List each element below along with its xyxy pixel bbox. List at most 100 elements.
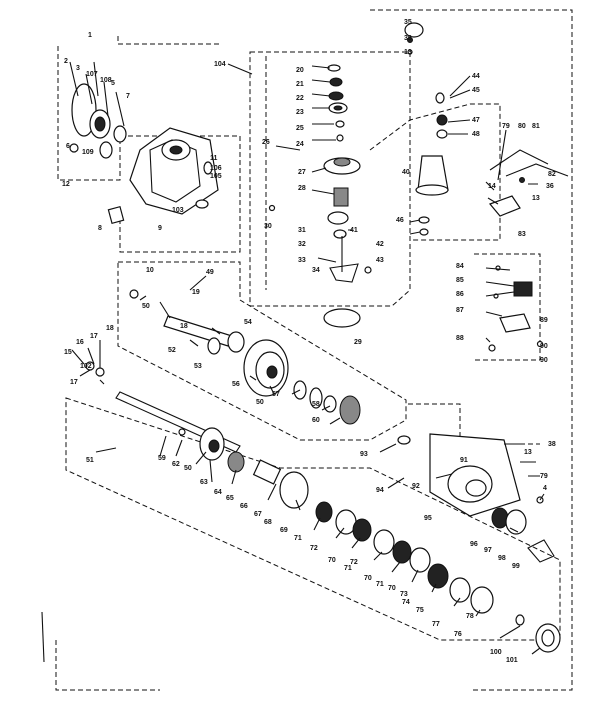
callout-105: 105: [210, 173, 222, 180]
callout-97: 97: [484, 547, 492, 554]
callout-70c: 70: [388, 585, 396, 592]
callout-79a: 79: [502, 123, 510, 130]
callout-101: 101: [506, 657, 518, 664]
callout-94: 94: [376, 487, 384, 494]
drum-shaft-group: [117, 261, 407, 441]
callout-68: 68: [264, 519, 272, 526]
callout-103: 103: [172, 207, 184, 214]
callout-51: 51: [86, 457, 94, 464]
callout-71c: 71: [376, 581, 384, 588]
callout-50c: 50: [184, 465, 192, 472]
callout-57: 57: [272, 391, 280, 398]
callout-15: 15: [64, 349, 72, 356]
callout-52: 52: [168, 347, 176, 354]
callout-108: 108: [100, 77, 112, 84]
callout-12: 12: [62, 181, 70, 188]
callout-109: 109: [82, 149, 94, 156]
callout-75: 75: [416, 607, 424, 614]
callout-78: 78: [466, 613, 474, 620]
callout-59: 59: [158, 455, 166, 462]
callout-83: 83: [518, 231, 526, 238]
callout-labels: 1 2 3 4 5 6 7 8 9 10 11 12 13 13 13 14 1…: [62, 19, 556, 664]
callout-2: 2: [64, 58, 68, 65]
callout-13b: 13: [532, 195, 540, 202]
callout-50b: 50: [256, 399, 264, 406]
o-ring: [323, 308, 361, 328]
callout-6: 6: [66, 143, 70, 150]
callout-24: 24: [296, 141, 304, 148]
switch-block: [513, 281, 533, 297]
callout-29: 29: [354, 339, 362, 346]
callout-106: 106: [210, 165, 222, 172]
bracket-group: [474, 253, 544, 361]
callout-17a: 17: [90, 333, 98, 340]
callout-41: 41: [350, 227, 358, 234]
callout-104: 104: [214, 61, 226, 68]
callout-9: 9: [158, 225, 162, 232]
callout-34: 34: [312, 267, 320, 274]
callout-33: 33: [298, 257, 306, 264]
callout-13a: 13: [404, 49, 412, 56]
callout-72a: 72: [310, 545, 318, 552]
callout-88: 88: [456, 335, 464, 342]
callout-62: 62: [172, 461, 180, 468]
callout-30: 30: [264, 223, 272, 230]
callout-91: 91: [460, 457, 468, 464]
callout-107: 107: [86, 71, 98, 78]
control-knob-group: [369, 22, 569, 241]
callout-76: 76: [454, 631, 462, 638]
callout-102: 102: [80, 363, 92, 370]
callout-3: 3: [76, 65, 80, 72]
callout-35: 35: [404, 19, 412, 26]
callout-16: 16: [76, 339, 84, 346]
callout-36a: 36: [404, 35, 412, 42]
callout-60: 60: [312, 417, 320, 424]
callout-95: 95: [424, 515, 432, 522]
callout-48: 48: [472, 131, 480, 138]
callout-10: 10: [146, 267, 154, 274]
callout-80: 80: [518, 123, 526, 130]
callout-74: 74: [402, 599, 410, 606]
callout-64: 64: [214, 489, 222, 496]
callout-38: 38: [548, 441, 556, 448]
callout-84: 84: [456, 263, 464, 270]
callout-43: 43: [376, 257, 384, 264]
callout-69: 69: [280, 527, 288, 534]
callout-45: 45: [472, 87, 480, 94]
callout-82: 82: [548, 171, 556, 178]
callout-89: 89: [540, 317, 548, 324]
callout-63: 63: [200, 479, 208, 486]
callout-67: 67: [254, 511, 262, 518]
callout-5: 5: [111, 80, 115, 87]
outer-frame: [55, 9, 573, 691]
motor-housing-group: [397, 403, 555, 563]
callout-56: 56: [232, 381, 240, 388]
callout-20: 20: [296, 67, 304, 74]
callout-1: 1: [88, 32, 92, 39]
callout-14: 14: [488, 183, 496, 190]
callout-27: 27: [298, 169, 306, 176]
callout-92: 92: [412, 483, 420, 490]
callout-22: 22: [296, 95, 304, 102]
callout-40: 40: [402, 169, 410, 176]
callout-70a: 70: [328, 557, 336, 564]
callout-72b: 72: [350, 559, 358, 566]
callout-90a: 90: [540, 343, 548, 350]
callout-8: 8: [98, 225, 102, 232]
callout-25: 25: [296, 125, 304, 132]
callout-46: 46: [396, 217, 404, 224]
callout-71a: 71: [294, 535, 302, 542]
callout-47: 47: [472, 117, 480, 124]
callout-58: 58: [312, 401, 320, 408]
callout-66: 66: [240, 503, 248, 510]
callout-54: 54: [244, 319, 252, 326]
clutch-cup: [279, 471, 309, 509]
callout-44: 44: [472, 73, 480, 80]
callout-42: 42: [376, 241, 384, 248]
callout-28: 28: [298, 185, 306, 192]
callout-93: 93: [360, 451, 368, 458]
vertical-shaft-stack: [249, 51, 411, 328]
callout-79b: 79: [540, 473, 548, 480]
knob: [404, 22, 424, 38]
